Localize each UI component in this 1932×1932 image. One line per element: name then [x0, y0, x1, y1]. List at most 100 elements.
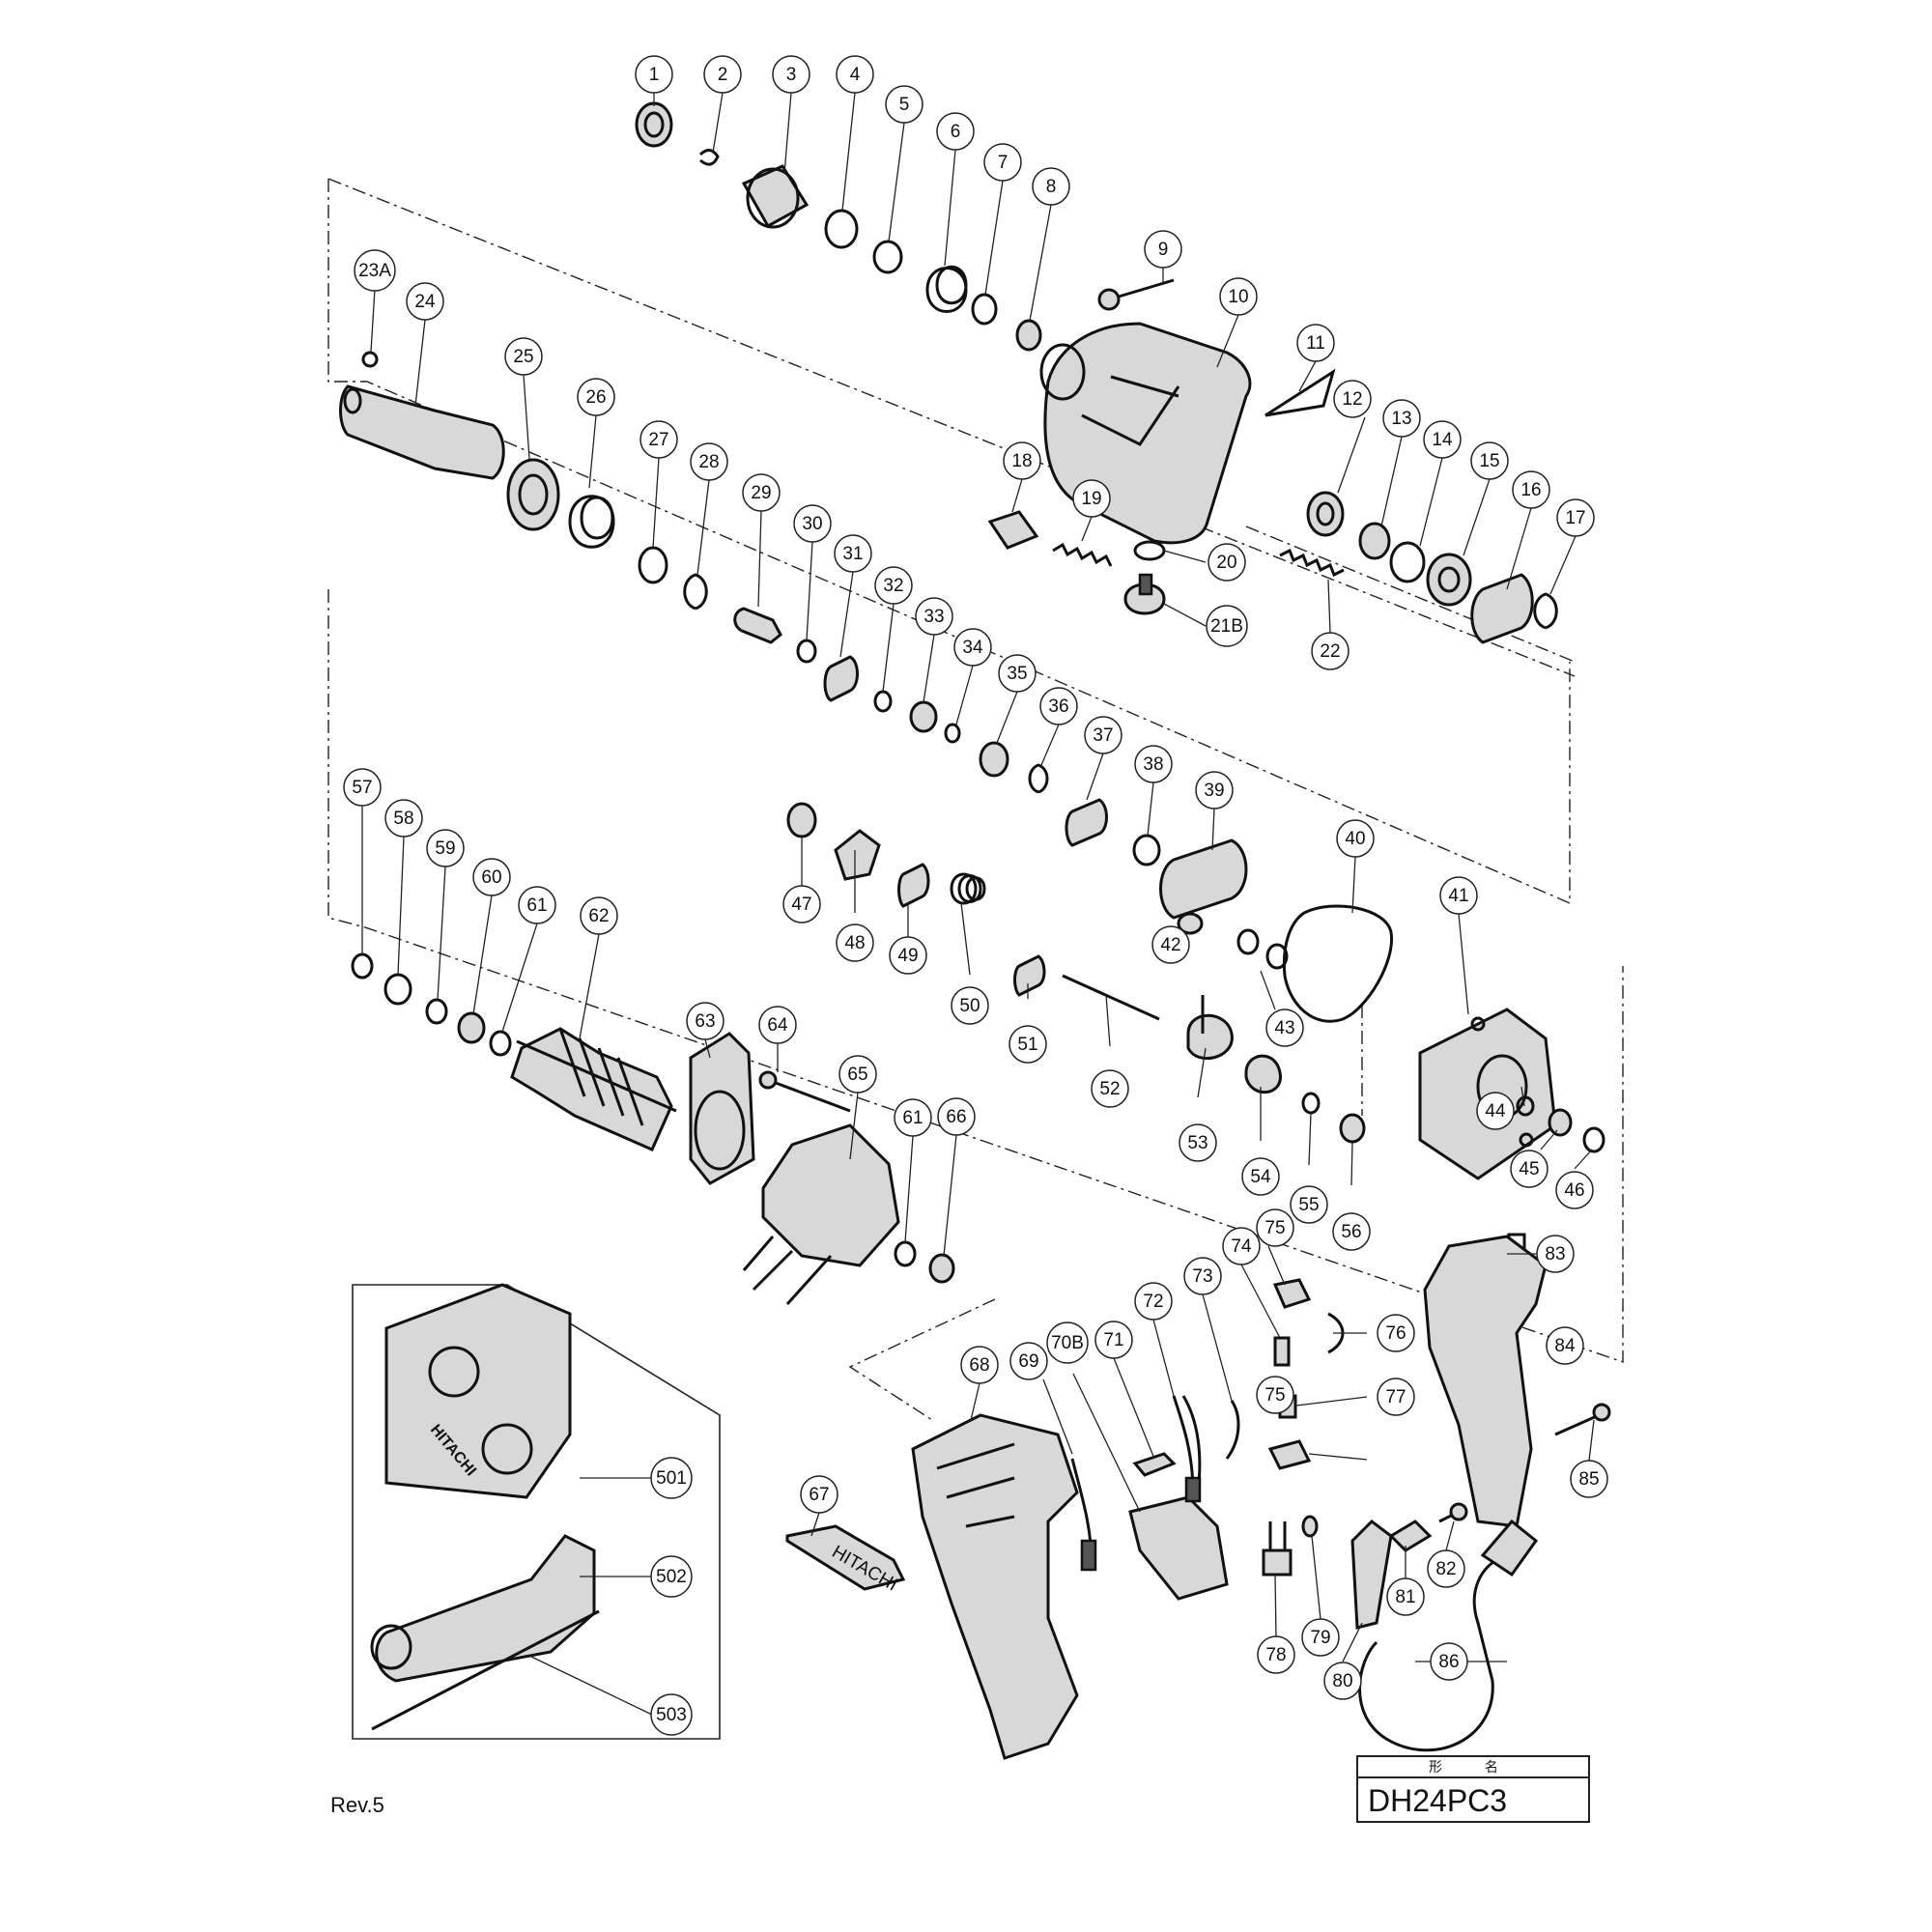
callout-circle: [1546, 1326, 1584, 1365]
callout-30: 30: [793, 504, 832, 543]
callout-number: 25: [513, 347, 533, 367]
callout-circle: [1301, 1618, 1340, 1657]
washer-58: [384, 973, 412, 1006]
callout-number: 2: [718, 65, 728, 85]
callout-72: 72: [1134, 1282, 1173, 1321]
callout-number: 73: [1192, 1266, 1212, 1287]
callout-number: 36: [1048, 696, 1068, 717]
callout-number: 60: [481, 867, 501, 888]
callout-11: 11: [1296, 324, 1335, 362]
callout-circle: [639, 420, 678, 459]
callout-circle: [1536, 1235, 1575, 1273]
callout-37: 37: [1084, 716, 1122, 754]
bearing-60: [457, 1011, 486, 1044]
callout-circle: [836, 55, 874, 94]
callout-number: 64: [767, 1015, 788, 1036]
washer-57: [351, 952, 374, 980]
callout-number: 24: [414, 292, 436, 312]
callout-9: 9: [1144, 230, 1182, 269]
callout-number: 17: [1565, 508, 1585, 528]
callout-44: 44: [1476, 1092, 1515, 1130]
washer-43b: [1265, 943, 1289, 970]
screw-64: [767, 1078, 851, 1113]
piston-37: [1065, 798, 1108, 847]
callout-circle: [1430, 1642, 1468, 1681]
depth-gauge-503: [371, 1609, 600, 1731]
handle-housing-68: [911, 1413, 1079, 1760]
spring-19: [1052, 542, 1113, 567]
callout-13: 13: [1382, 399, 1421, 438]
crank-53: [1186, 1013, 1234, 1061]
callout-number: 44: [1485, 1101, 1506, 1122]
callout-78: 78: [1257, 1635, 1295, 1674]
callout-number: 30: [802, 514, 822, 534]
callout-15: 15: [1470, 441, 1509, 480]
bearing-47: [786, 802, 817, 838]
callout-number: 26: [585, 387, 606, 408]
callout-circle: [1219, 277, 1258, 316]
callout-number: 56: [1341, 1222, 1361, 1242]
callout-circle: [1377, 1314, 1415, 1352]
callout-circle: [772, 55, 810, 94]
cord-armor-80: [1350, 1520, 1393, 1630]
callout-circle: [1332, 1212, 1371, 1251]
spring-26: [568, 495, 615, 549]
callout-circle: [1179, 1123, 1217, 1162]
callout-7: 7: [983, 143, 1022, 182]
callout-number: 34: [962, 638, 983, 658]
callout-circle: [1144, 230, 1182, 269]
callout-circle: [406, 282, 444, 321]
callout-circle: [758, 1006, 797, 1044]
callout-number: 65: [847, 1065, 867, 1085]
handle-cover-84: [1423, 1235, 1548, 1528]
callout-circle: [793, 504, 832, 543]
callout-number: 42: [1160, 935, 1180, 955]
spring-6: [925, 265, 968, 313]
side-handle-502: [375, 1534, 596, 1683]
damper-31: [823, 655, 859, 702]
case-501: [384, 1283, 572, 1499]
shift-plate-18: [987, 510, 1039, 550]
callout-83: 83: [1536, 1235, 1575, 1273]
callout-31: 31: [834, 534, 872, 573]
callout-number: 74: [1231, 1236, 1252, 1257]
callout-82: 82: [1427, 1549, 1465, 1588]
o-ring-34: [944, 723, 961, 744]
callout-number: 6: [951, 122, 961, 142]
callout-circle: [1032, 167, 1070, 206]
callout-63: 63: [686, 1002, 724, 1040]
callout-circle: [1206, 605, 1248, 647]
callout-39: 39: [1195, 771, 1234, 810]
callout-circle: [1470, 441, 1509, 480]
callout-56: 56: [1332, 1212, 1371, 1251]
callout-circle: [1556, 498, 1595, 537]
callout-circle: [1570, 1460, 1608, 1498]
callout-8: 8: [1032, 167, 1070, 206]
callout-28: 28: [690, 442, 728, 481]
callout-34: 34: [953, 628, 992, 667]
callout-number: 37: [1093, 725, 1113, 746]
callout-number: 12: [1342, 389, 1362, 410]
callout-circle: [354, 249, 396, 292]
callout-circle: [1323, 1662, 1362, 1700]
connector-79: [1301, 1515, 1319, 1538]
callout-number: 61: [902, 1108, 923, 1128]
brush-holder-75b: [1267, 1439, 1312, 1470]
callout-circle: [1046, 1321, 1089, 1364]
callout-61: 61: [518, 886, 556, 924]
callout-circle: [1091, 1069, 1129, 1108]
pin-42: [1177, 912, 1204, 935]
callout-number: 67: [809, 1485, 829, 1505]
callout-number: 75: [1264, 1385, 1285, 1406]
callout-circle: [1151, 925, 1190, 964]
o-ring-40: [1282, 904, 1394, 1023]
callout-number: 57: [352, 778, 372, 798]
callout-number: 8: [1046, 177, 1057, 197]
callout-circle: [1039, 687, 1078, 725]
callout-number: 9: [1158, 240, 1169, 260]
callout-70B: 70B: [1046, 1321, 1089, 1364]
callout-59: 59: [426, 829, 465, 867]
callout-circle: [1386, 1577, 1425, 1616]
callout-35: 35: [998, 654, 1037, 693]
callout-49: 49: [889, 936, 927, 975]
